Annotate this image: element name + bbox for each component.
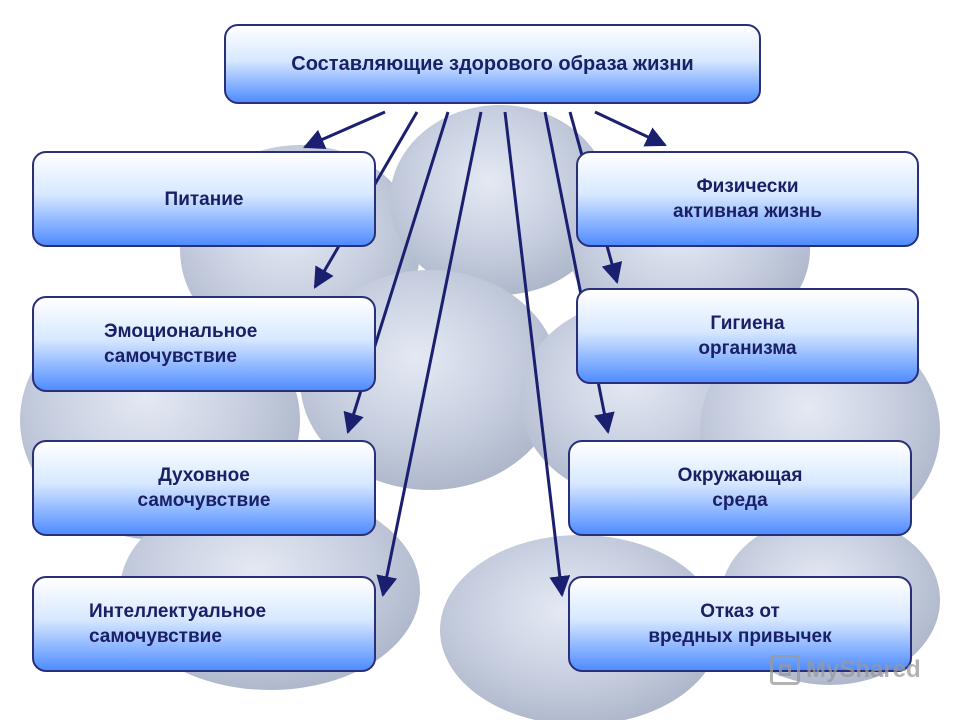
left-item-intellectual: Интеллектуальное самочувствие <box>32 576 376 672</box>
left-item-spiritual: Духовное самочувствие <box>32 440 376 536</box>
watermark-text: MyShared <box>806 656 921 683</box>
watermark-logo-icon <box>770 655 800 685</box>
diagram-title-box: Составляющие здорового образа жизни <box>224 24 761 104</box>
right-item-bad-habits: Отказ от вредных привычек <box>568 576 912 672</box>
left-item-emotional: Эмоциональное самочувствие <box>32 296 376 392</box>
right-item-hygiene: Гигиена организма <box>576 288 919 384</box>
watermark: MyShared <box>770 655 921 685</box>
left-item-nutrition: Питание <box>32 151 376 247</box>
right-item-environment: Окружающая среда <box>568 440 912 536</box>
right-item-physical-activity: Физически активная жизнь <box>576 151 919 247</box>
